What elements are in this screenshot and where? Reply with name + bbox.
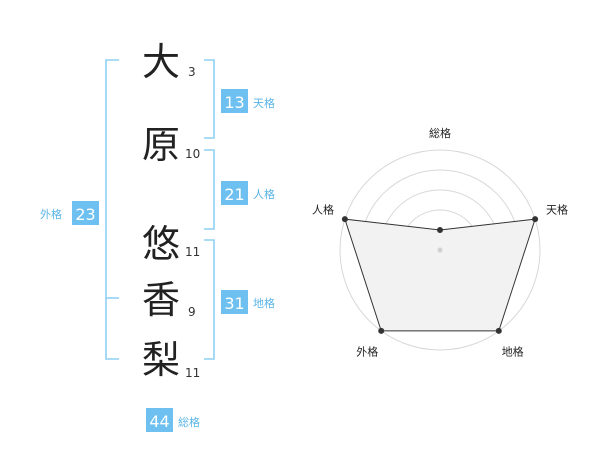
name-char-3: 悠 [142, 222, 180, 266]
gaikaku-value: 23 [75, 205, 95, 224]
stroke-count-2: 10 [185, 147, 200, 161]
stroke-count-4: 9 [188, 305, 196, 319]
tenkaku-label: 天格 [253, 96, 275, 110]
chikaku-bracket [204, 239, 215, 360]
chikaku-label: 地格 [253, 296, 275, 310]
stroke-count-1: 3 [188, 65, 196, 79]
radar-axis-label-4: 外格 [356, 345, 378, 359]
radar-grid-ring [339, 149, 541, 351]
radar-axis-label-2: 天格 [546, 202, 568, 216]
stroke-count-5: 11 [185, 366, 200, 380]
stroke-count-3: 11 [185, 245, 200, 259]
radar-polygon [344, 218, 536, 332]
chikaku-box [221, 290, 248, 314]
radar-center-dot [437, 247, 443, 253]
radar-point-2 [532, 216, 539, 223]
name-breakdown: 大 原 悠 香 梨 3 10 11 9 11 13 天格 21 人格 [40, 40, 275, 432]
radar-point-3 [495, 327, 502, 334]
tenkaku-value: 13 [224, 93, 244, 112]
jinkaku-box [221, 181, 248, 205]
fortune-brackets [105, 59, 215, 360]
jinkaku-label: 人格 [253, 187, 275, 201]
tenkaku-bracket [204, 59, 215, 139]
gaikaku-bracket [105, 59, 119, 360]
gaikaku-box [72, 201, 99, 225]
jinkaku-bracket [204, 149, 215, 230]
chikaku-value: 31 [224, 294, 244, 313]
radar-point-1 [437, 227, 443, 233]
radar-axis-label-1: 総格 [429, 126, 451, 140]
radar-points [341, 216, 539, 334]
name-char-2: 原 [142, 123, 180, 167]
soukaku-label: 総格 [178, 415, 200, 429]
radar-point-4 [378, 327, 385, 334]
radar-axis-label-3: 地格 [502, 345, 524, 359]
gaikaku-label: 外格 [40, 207, 62, 221]
soukaku-value: 44 [149, 412, 169, 431]
soukaku-box [146, 408, 173, 432]
radar-axis-label-5: 人格 [312, 202, 334, 216]
name-char-4: 香 [142, 278, 180, 322]
name-char-1: 大 [142, 40, 180, 84]
jinkaku-value: 21 [224, 185, 244, 204]
radar-point-5 [341, 216, 348, 223]
tenkaku-box [221, 89, 248, 113]
name-char-5: 梨 [142, 338, 180, 382]
